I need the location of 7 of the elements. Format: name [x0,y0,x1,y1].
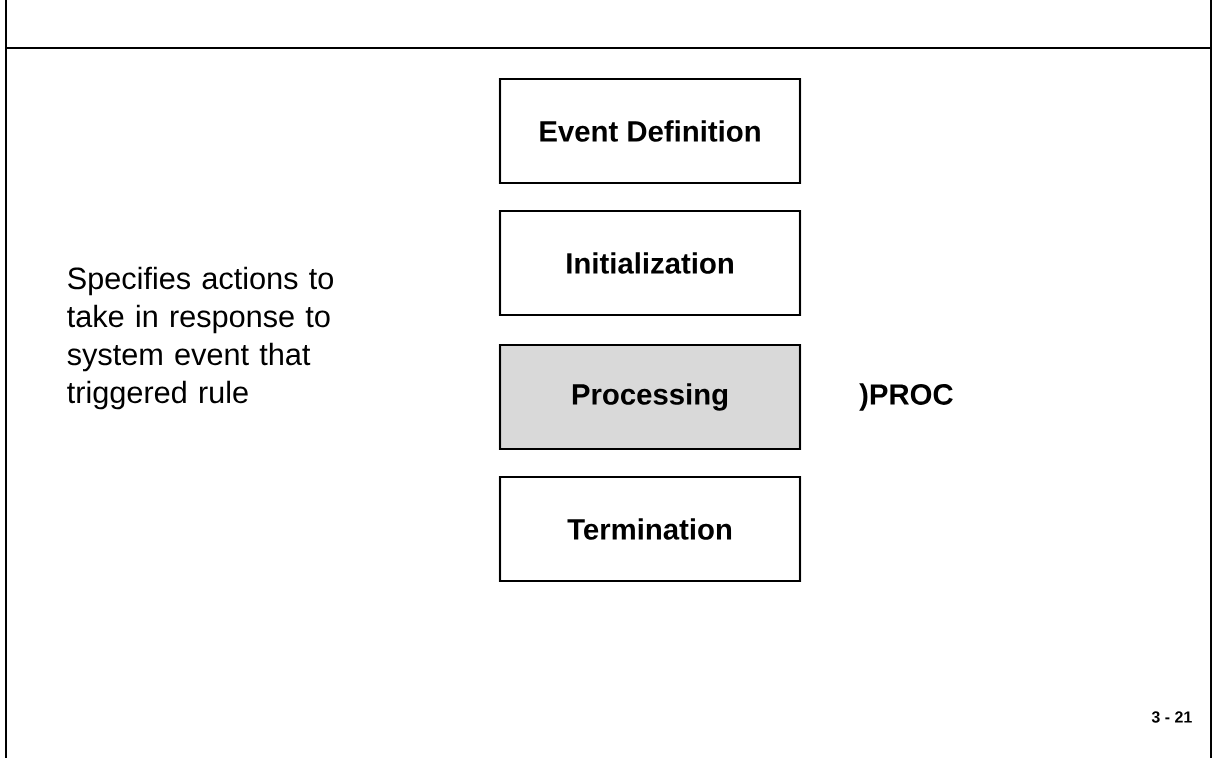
process-box: Event Definition [498,77,802,185]
side-label: )PROC [859,383,953,411]
process-box: Termination [498,475,802,583]
page-number: 3 - 21 [1151,711,1192,723]
process-box: Processing [498,343,802,451]
process-box: Initialization [498,209,802,317]
description-text: Specifies actions to take in response to system event that triggered rule [67,266,333,410]
